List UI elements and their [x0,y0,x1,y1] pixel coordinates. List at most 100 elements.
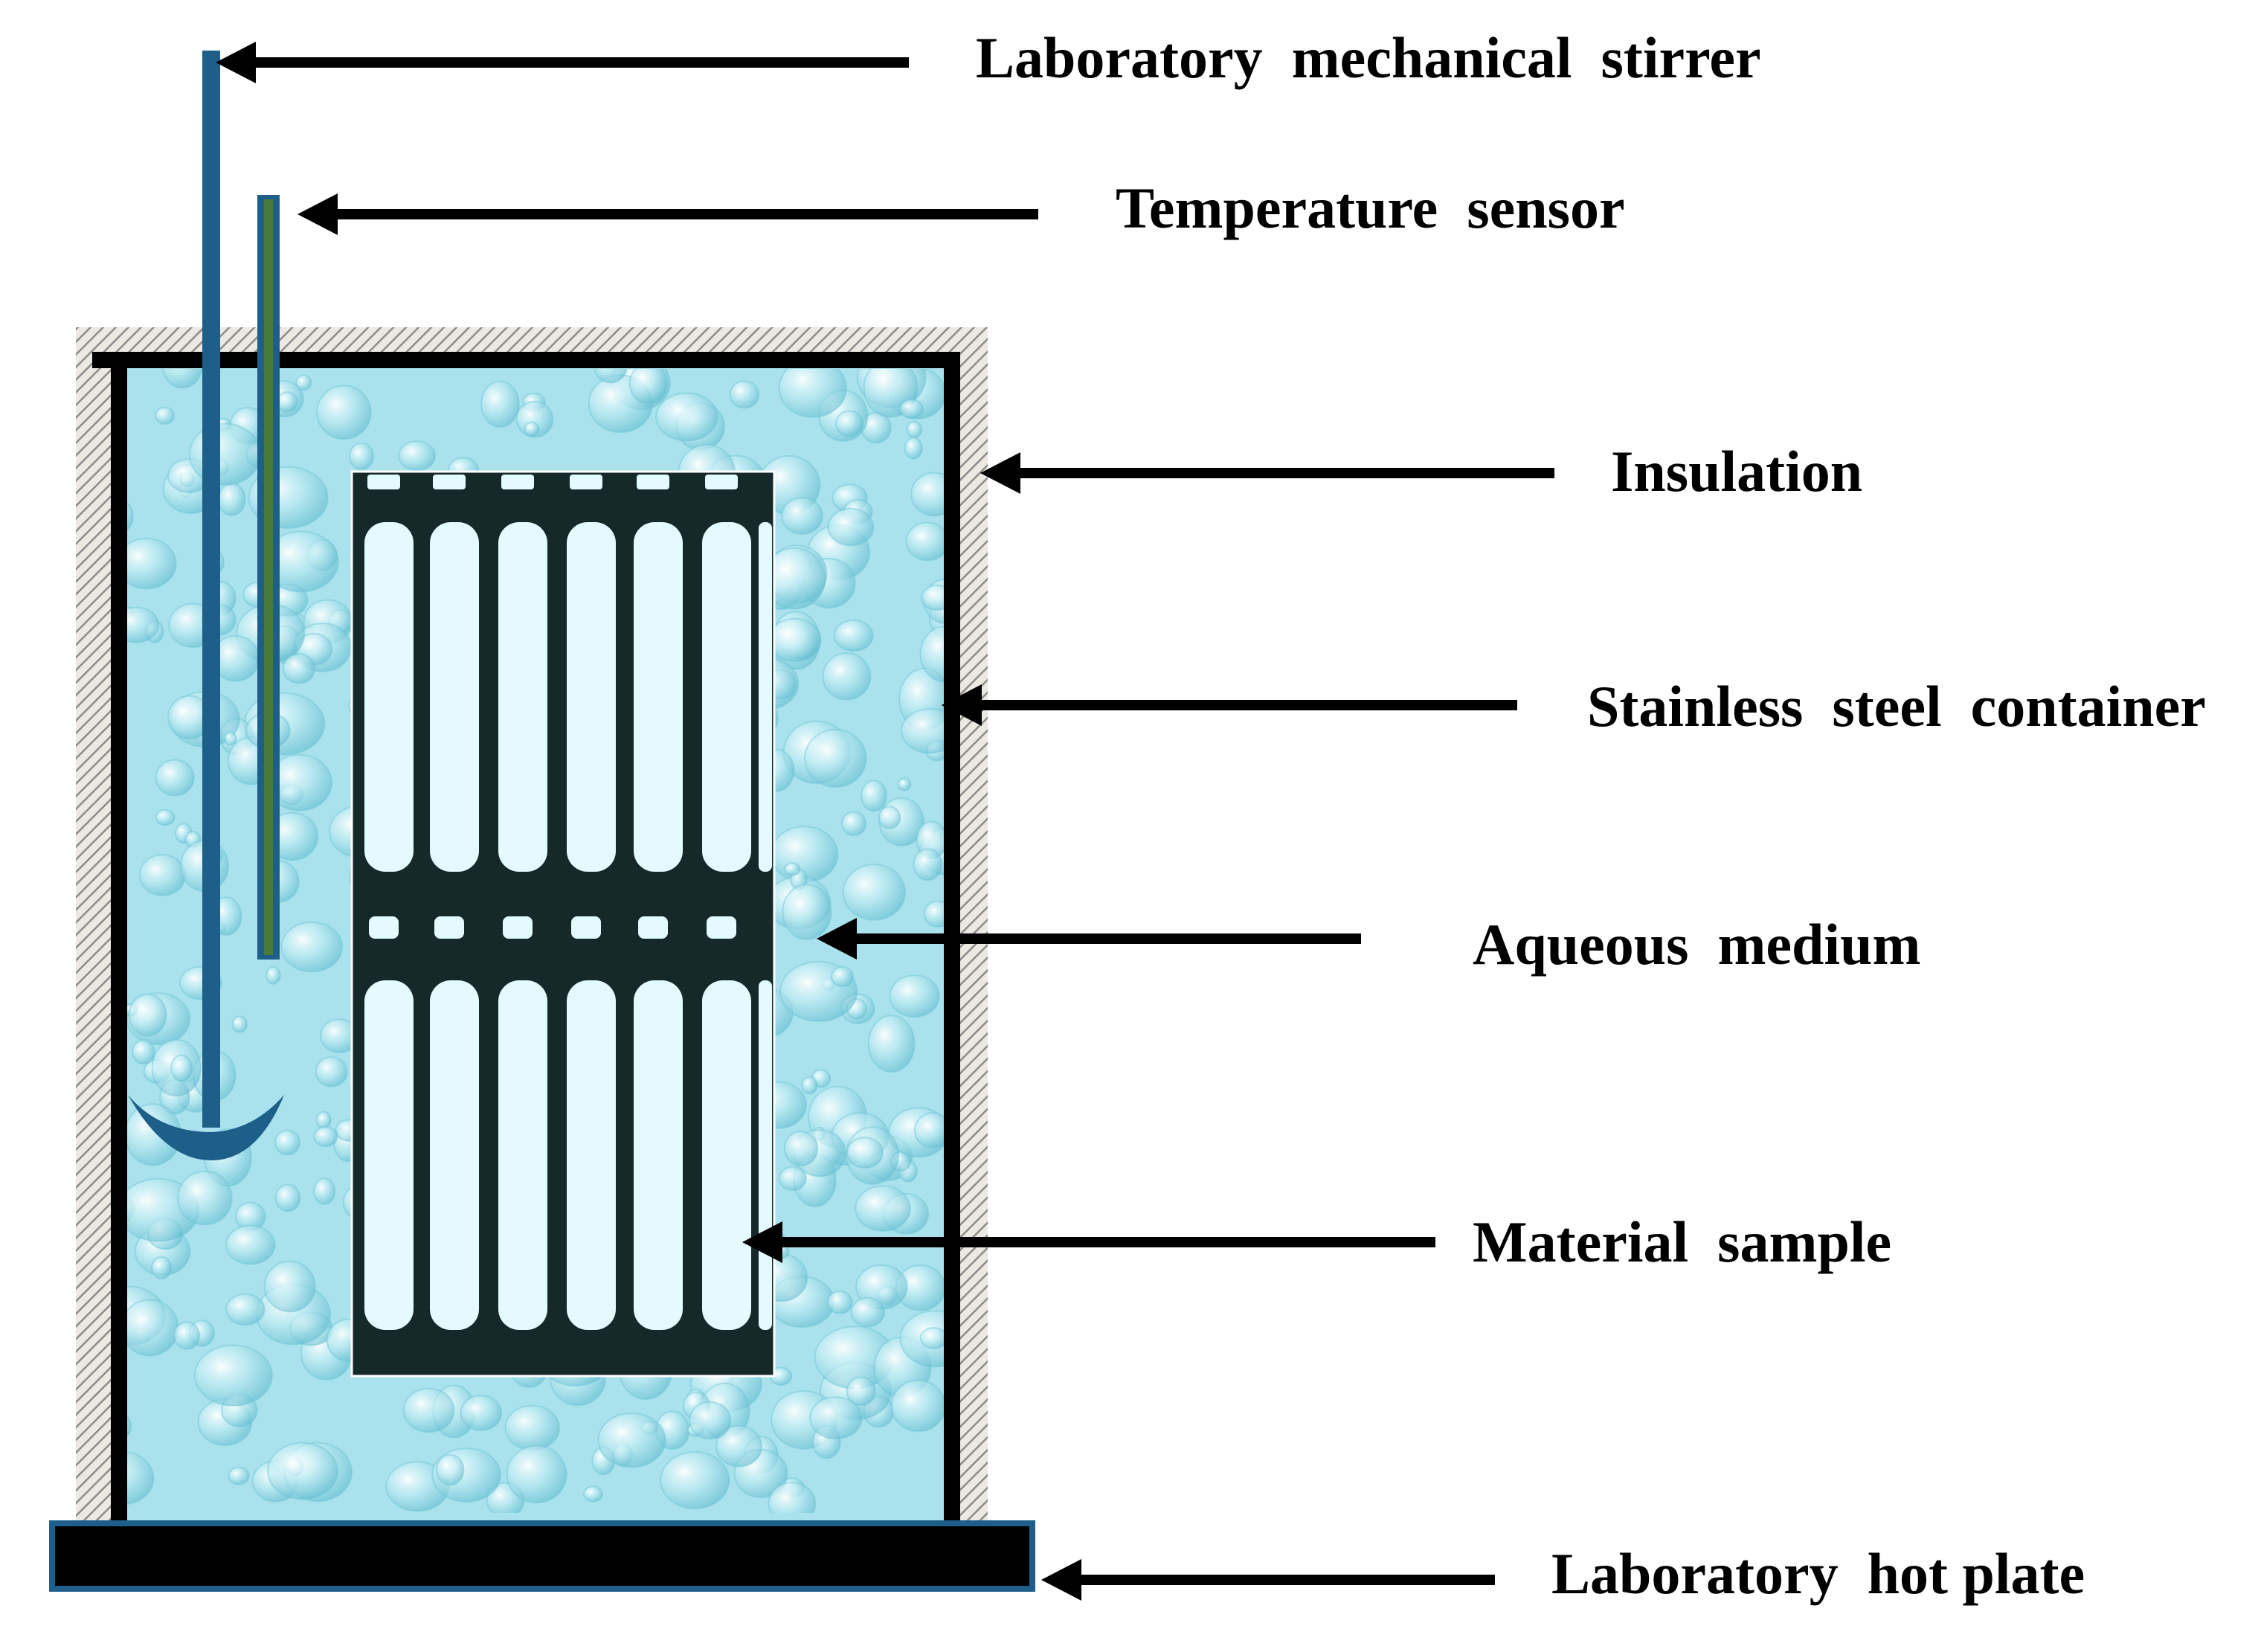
sample-slot [567,522,616,872]
water-droplet [861,780,887,812]
sample-slot [430,522,479,872]
water-droplet [315,1056,348,1087]
water-droplet [524,421,540,437]
sample-slot [702,980,751,1330]
stainless-steel-container [92,352,960,1520]
water-droplet [841,811,867,837]
arrow-insulation [980,452,1554,494]
water-droplet [906,420,923,439]
sample-slot [364,980,414,1330]
label-sensor: Temperature sensor [1116,176,1625,240]
water-droplet [177,1170,233,1226]
sample-square [503,916,533,939]
water-droplet [266,966,281,985]
water-droplet [913,848,943,881]
label-container: Stainless steel container [1587,674,2206,739]
stirrer-impeller [128,1095,284,1160]
water-droplet [715,1424,763,1468]
water-droplet [835,410,864,437]
water-droplet [313,1177,336,1206]
water-droplet [901,708,945,754]
water-droplet [120,538,177,590]
sample-slot [498,522,547,872]
water-droplet [822,652,872,701]
water-droplet [867,1015,916,1073]
water-droplet [460,1395,503,1431]
water-droplet [809,1396,863,1440]
water-droplet [897,777,912,791]
material-sample [350,470,776,1378]
sample-square [638,916,668,939]
sample-slots [364,475,772,1330]
sample-slot [430,980,479,1330]
water-droplet [267,1442,338,1500]
water-droplet [398,440,437,472]
water-droplet [274,1129,301,1156]
water-droplet [628,369,668,405]
sample-square [433,475,466,489]
water-droplet [313,1125,338,1148]
sample-slot [634,980,683,1330]
water-droplet [834,619,874,652]
water-droplet [655,392,718,442]
water-droplet [597,1412,666,1468]
sample-square [501,475,534,489]
water-droplet [778,369,847,418]
label-stirrer: Laboratory mechanical stirrer [976,25,1761,90]
insulation-top-strip [76,327,988,350]
temperature-sensor [257,195,280,960]
sample-slot [634,522,683,872]
sample-slot-partial [759,522,772,872]
water-droplet [889,974,940,1018]
sample-slot-partial [759,980,772,1330]
water-droplet [170,1054,193,1082]
water-droplet [225,1293,266,1326]
water-droplet [782,884,832,941]
arrow-sensor [297,193,1038,235]
water-droplet [827,507,875,547]
water-droplet [905,521,945,562]
water-droplet [155,759,195,797]
sample-square [705,475,738,489]
water-droplet [120,606,160,643]
water-droplet [784,862,801,877]
water-droplet [801,1076,818,1095]
stirrer-shaft [202,51,220,1128]
water-droplet [173,1321,201,1350]
water-droplet [402,1387,455,1433]
water-droplet [910,472,945,517]
sample-slot [498,980,547,1330]
water-droplet [189,422,262,486]
arrow-sample [742,1221,1435,1263]
arrows [216,42,1554,1601]
water-droplet [155,809,176,826]
water-droplet [899,399,924,420]
water-droplet [274,1183,301,1212]
sample-square [367,475,400,489]
water-droplet [594,369,628,384]
water-droplet [768,1482,817,1513]
water-droplet [878,806,901,829]
water-droplet [280,921,344,973]
arrow-stirrer [216,42,909,83]
water-droplet [315,1111,332,1130]
arrow-hotplate [1041,1559,1495,1601]
water-droplet [138,854,187,896]
water-droplet [128,993,167,1037]
water-droplet [132,1039,155,1065]
water-droplet [781,497,824,535]
water-droplet [850,1296,885,1328]
water-droplet [217,482,246,517]
water-droplet [276,391,299,413]
water-droplet [842,864,907,921]
water-droplet [919,1327,945,1350]
water-droplet [913,1112,945,1149]
water-droplet [921,584,945,611]
water-droplet [295,374,312,391]
water-droplet [804,729,867,788]
water-droplet [890,1379,945,1433]
sample-slot [364,522,414,872]
water-droplet [729,380,760,409]
